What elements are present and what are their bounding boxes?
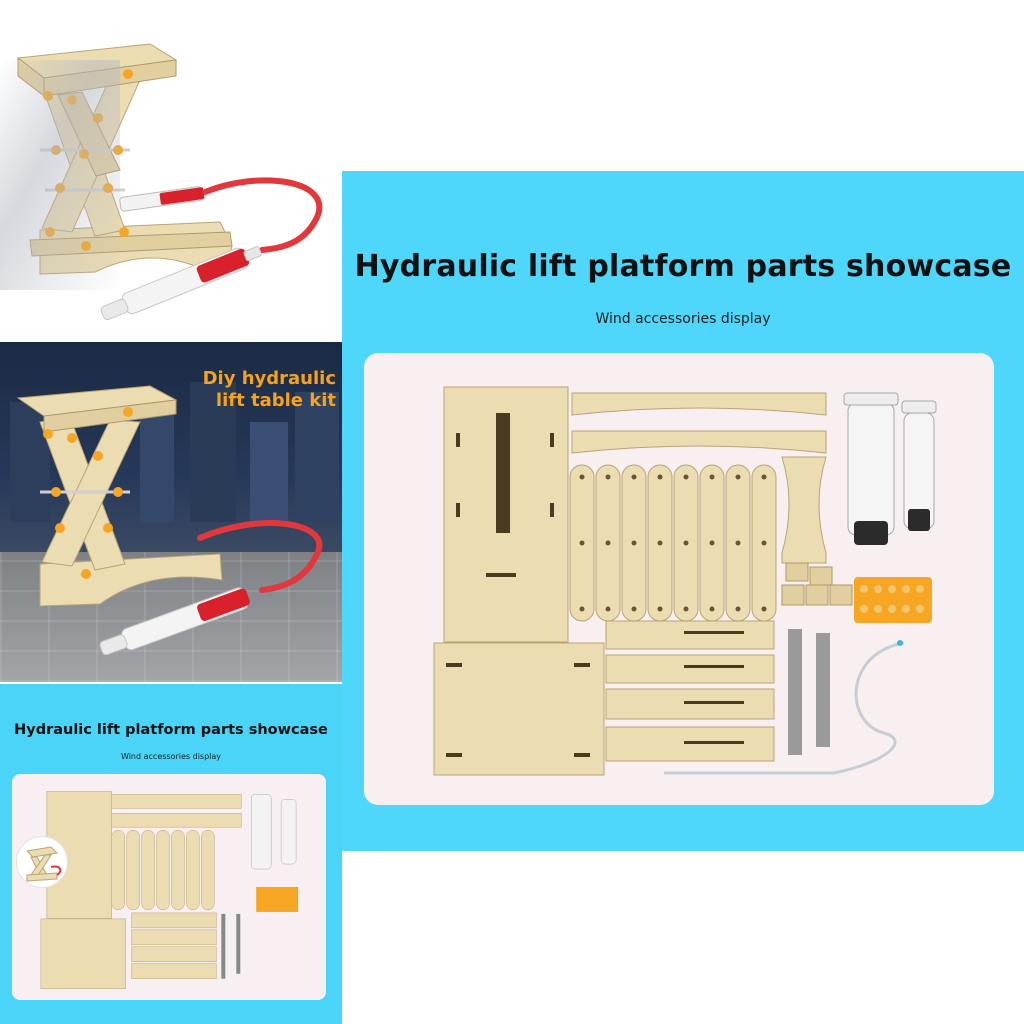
wood-panel-icon bbox=[443, 386, 569, 643]
parts-card bbox=[364, 353, 994, 805]
product-photo-city: Diy hydraulic lift table kit bbox=[0, 342, 342, 682]
scissor-lift-icon bbox=[25, 846, 62, 882]
scissor-lift-icon bbox=[16, 385, 323, 656]
tube-icon bbox=[664, 641, 905, 775]
headline-line-1: Diy hydraulic bbox=[202, 368, 336, 389]
parts-layout bbox=[433, 386, 937, 776]
showcase-subtitle: Wind accessories display bbox=[595, 311, 771, 327]
cast-shadow bbox=[0, 60, 120, 290]
headline: Diy hydraulic lift table kit bbox=[203, 368, 336, 412]
parts-layout-icon bbox=[40, 791, 299, 989]
showcase-title: Hydraulic lift platform parts showcase bbox=[14, 722, 328, 738]
base-panel-icon bbox=[433, 642, 605, 776]
headline-line-2: lift table kit bbox=[215, 390, 336, 411]
product-photo-white bbox=[0, 0, 342, 330]
parts-showcase-large: Hydraulic lift platform parts showcase W… bbox=[342, 171, 1024, 851]
rod-icon bbox=[788, 629, 830, 755]
lever-strip-icon bbox=[569, 464, 777, 622]
showcase-subtitle: Wind accessories display bbox=[120, 752, 222, 761]
parts-showcase-small: Hydraulic lift platform parts showcase W… bbox=[0, 684, 342, 1024]
showcase-title: Hydraulic lift platform parts showcase bbox=[354, 249, 1012, 284]
lift-thumbnail bbox=[16, 836, 68, 888]
parts-card bbox=[12, 774, 326, 1000]
syringe-icon bbox=[843, 392, 937, 545]
nut-cluster-icon bbox=[854, 577, 932, 623]
